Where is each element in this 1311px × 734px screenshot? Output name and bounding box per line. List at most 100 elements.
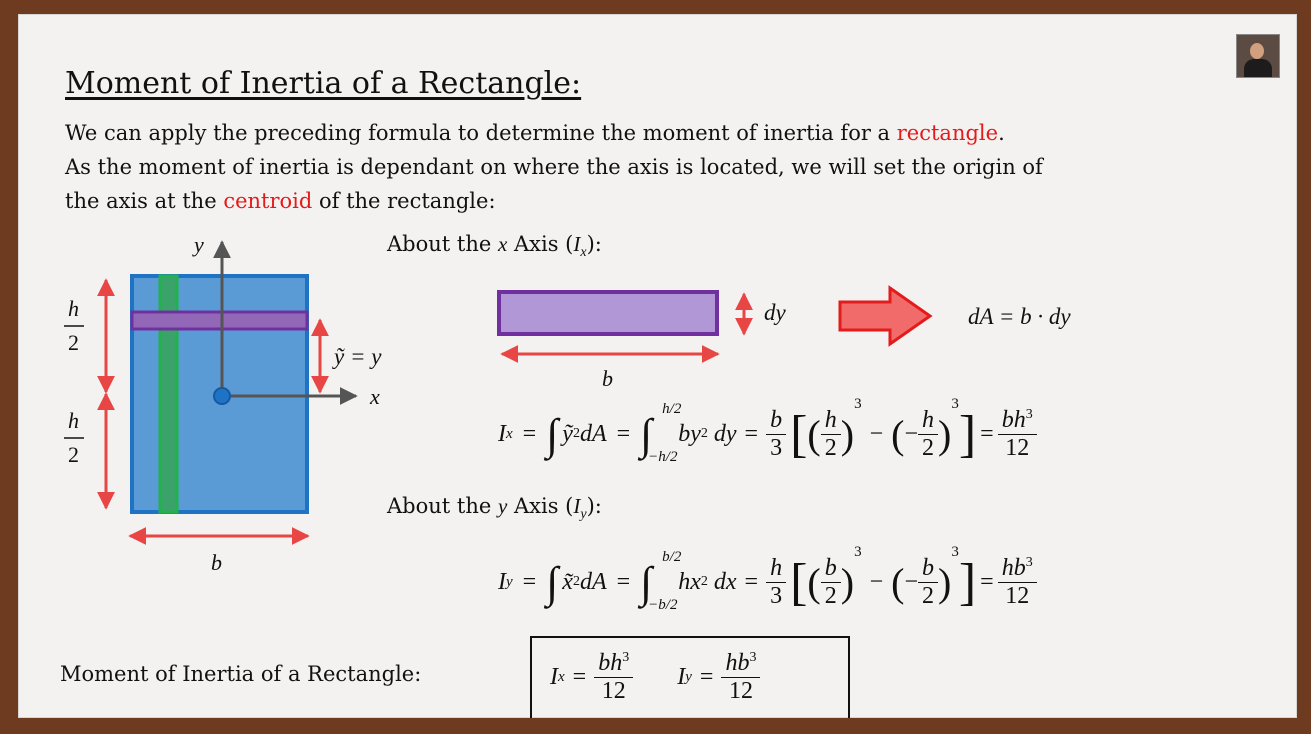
paren-close: )	[937, 411, 952, 457]
minus: −	[869, 420, 884, 447]
minus: −	[869, 568, 884, 595]
num-pow: 3	[1025, 554, 1033, 570]
cube: 3	[951, 544, 959, 560]
equals: =	[744, 420, 759, 447]
cube: 3	[854, 396, 862, 412]
paragraph-line-3: the axis at the centroid of the rectangl…	[65, 189, 496, 213]
equals: =	[572, 663, 587, 690]
num-text: bh	[598, 649, 623, 676]
num: h	[917, 407, 938, 435]
sym: I	[550, 663, 558, 690]
paren-close: )	[840, 411, 855, 457]
sub: x	[506, 425, 513, 442]
diagram-svg: y x h 2 h 2 b ỹ = y b dy dA = b · dy	[64, 232, 1071, 575]
sym: I	[573, 494, 581, 518]
text: Axis (	[507, 494, 574, 518]
num: b	[917, 555, 938, 583]
num: hb3	[997, 554, 1037, 583]
sym: I	[498, 420, 506, 447]
equals: =	[616, 420, 631, 447]
equals: =	[616, 568, 631, 595]
avatar-body	[1244, 59, 1272, 77]
minus: −	[904, 420, 918, 447]
two-label: 2	[68, 330, 79, 355]
presenter-avatar	[1236, 34, 1280, 78]
h-label: h	[68, 296, 79, 321]
body: hx	[678, 568, 701, 595]
right-block-arrow-icon	[838, 285, 933, 347]
dvar: dx	[713, 568, 737, 595]
dA: dA	[579, 568, 607, 595]
avatar-head	[1250, 43, 1264, 59]
text: .	[998, 121, 1005, 145]
cube: 3	[854, 544, 862, 560]
paragraph-line-1: We can apply the preceding formula to de…	[65, 121, 1005, 145]
x-axis-label: x	[369, 384, 380, 409]
paren-open: (	[807, 411, 821, 457]
equals: =	[744, 568, 759, 595]
upper-limit: b/2	[662, 548, 682, 565]
num: bh3	[594, 649, 634, 678]
dA-equation: dA = b · dy	[968, 304, 1071, 329]
definite-integral: ∫b/2−b/2	[640, 548, 682, 613]
equals: =	[522, 568, 537, 595]
strip-b-label: b	[602, 366, 613, 391]
equals: =	[522, 420, 537, 447]
dy-label: dy	[764, 300, 787, 325]
den: 2	[824, 582, 837, 609]
text: the axis at the	[65, 189, 224, 213]
num-text: bh	[1001, 406, 1026, 433]
paren-open: (	[807, 559, 821, 605]
pow: 2	[572, 426, 580, 441]
bracket-close: ]	[958, 405, 977, 463]
den: 2	[921, 582, 934, 609]
pow: 2	[700, 574, 708, 589]
body: by	[678, 420, 701, 447]
summary-label: Moment of Inertia of a Rectangle:	[60, 662, 422, 686]
equals: =	[699, 663, 714, 690]
sub: x	[558, 668, 565, 685]
num-pow: 3	[622, 649, 630, 665]
pow: 2	[700, 426, 708, 441]
two-label: 2	[68, 442, 79, 467]
centroid-dot	[213, 387, 231, 405]
text: ):	[586, 494, 602, 518]
lower-limit: −h/2	[648, 448, 678, 465]
num-pow: 3	[749, 649, 757, 665]
vertical-strip	[158, 274, 179, 514]
b-label: b	[211, 550, 222, 575]
var: x	[497, 232, 508, 256]
num-text: hb	[725, 649, 750, 676]
pow: 2	[572, 574, 580, 589]
text: Axis (	[507, 232, 574, 256]
h-label: h	[68, 408, 79, 433]
integrand: ỹ	[562, 420, 573, 447]
paren-close: )	[840, 559, 855, 605]
upper-limit: h/2	[662, 400, 682, 417]
text: We can apply the preceding formula to de…	[65, 121, 897, 145]
strip-element	[497, 290, 719, 336]
sym: I	[573, 232, 581, 256]
sym: I	[677, 663, 686, 690]
num-pow: 3	[1025, 406, 1033, 422]
text: ):	[586, 232, 602, 256]
bracket-open: [	[790, 405, 808, 463]
highlight-centroid: centroid	[223, 189, 313, 213]
num: h	[766, 555, 787, 583]
den: 12	[601, 677, 626, 704]
dvar: dy	[713, 420, 737, 447]
lower-limit: −b/2	[648, 596, 678, 613]
horizontal-strip	[130, 310, 309, 331]
text: of the rectangle:	[312, 189, 496, 213]
den: 2	[921, 434, 934, 461]
cube: 3	[951, 396, 959, 412]
den: 2	[824, 434, 837, 461]
num-text: hb	[1001, 554, 1026, 581]
